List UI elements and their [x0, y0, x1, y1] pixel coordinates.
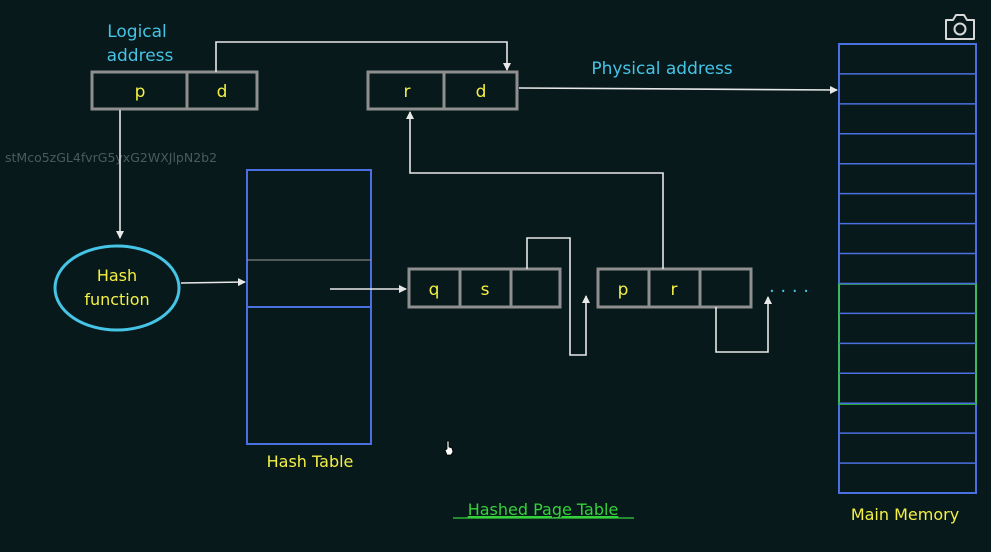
- memory-frame-lines: [839, 73, 976, 464]
- camera-icon[interactable]: [943, 12, 977, 42]
- diagram-title: Hashed Page Table: [468, 500, 619, 519]
- main-memory: [838, 43, 977, 494]
- physical-d-cell: d: [476, 82, 487, 102]
- node1-s-cell: s: [481, 280, 490, 300]
- main-memory-label: Main Memory: [851, 505, 959, 524]
- logical-address-box: p d: [90, 70, 259, 111]
- physical-to-memory-arrow: [518, 85, 838, 94]
- hash-function-label-line1: Hash: [97, 266, 137, 285]
- logical-address-label-line1: Logical: [107, 22, 167, 42]
- chain-node-2: p r: [596, 267, 753, 309]
- chain-ellipsis: · · · ·: [769, 281, 809, 302]
- hash-table: [246, 169, 372, 445]
- frame-to-physical-arrow: [406, 111, 664, 269]
- hash-function-node: Hash function: [53, 244, 181, 332]
- physical-address-box: r d: [366, 70, 519, 111]
- node2-p-cell: p: [618, 280, 629, 300]
- watermark-text: stMco5zGL4fvrG5yxG2WXJlpN2b2: [5, 150, 217, 165]
- node1-q-cell: q: [429, 280, 440, 300]
- node2-r-cell: r: [671, 280, 678, 300]
- node2-next-arrow: [715, 296, 772, 353]
- logical-address-label-line2: address: [107, 46, 174, 66]
- physical-r-cell: r: [404, 82, 411, 102]
- hash-table-label: Hash Table: [267, 452, 354, 471]
- chain-node-1: q s: [407, 267, 562, 309]
- hash-to-table-arrow: [180, 278, 246, 287]
- node1-next-arrow: [526, 237, 590, 356]
- hand-pointer-icon: [443, 440, 455, 456]
- logical-d-cell: d: [217, 82, 228, 102]
- hash-function-label-line2: function: [84, 290, 149, 309]
- offset-copy-arrow: [215, 41, 511, 72]
- logical-p-cell: p: [135, 82, 146, 102]
- physical-address-label: Physical address: [591, 59, 732, 79]
